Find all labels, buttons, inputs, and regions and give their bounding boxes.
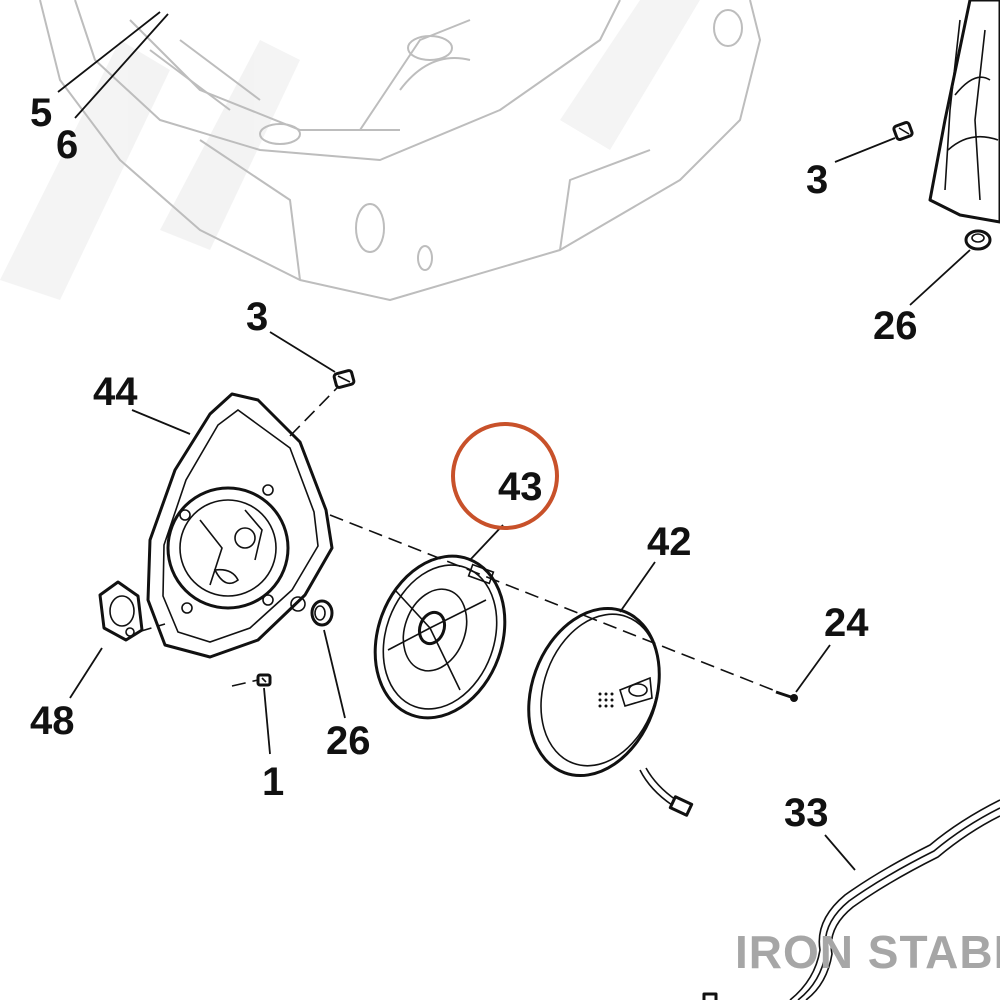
callout-5: 5 [30,91,52,135]
callout-24: 24 [824,601,869,645]
leader-3-left [269,331,336,373]
highlight-circle-43 [451,422,559,530]
background-watermark-shape [0,0,700,300]
leader-3-top-right [834,137,896,163]
wire-harness-part-33 [702,799,1000,1000]
leader-1 [263,687,271,755]
leader-43 [469,524,504,561]
callout-42: 42 [647,520,692,564]
bracket-fragment-top-right [928,0,1000,224]
leader-33 [824,834,856,871]
callout-3-left: 3 [246,295,268,339]
grille-mesh [598,692,614,708]
assembly-axis-line-1 [231,679,259,687]
fairing-ghost-outline [39,0,761,301]
assembly-axis-line-48 [137,623,166,633]
adapter-plate-part-48 [98,580,144,642]
callout-26-lower: 26 [326,719,371,763]
screw-part-3-left [332,369,356,389]
leader-48 [69,647,103,699]
leader-26-lower [323,629,346,719]
leader-26-top-right [909,249,971,306]
assembly-axis-line-screw-3 [289,387,338,437]
callout-1: 1 [262,760,284,804]
callout-33: 33 [784,791,829,835]
speaker-part-43 [373,554,507,720]
screw-part-1 [256,673,272,687]
callout-48: 48 [30,699,75,743]
callout-26-top-right: 26 [873,304,918,348]
leader-6 [74,13,169,119]
leader-44 [131,409,191,435]
leader-42 [619,561,656,613]
assembly-axis-line [329,514,779,693]
callout-3-top-right: 3 [806,158,828,202]
callout-6: 6 [56,123,78,167]
grille-part-42 [527,606,694,817]
callout-43: 43 [498,465,543,509]
leader-24 [795,644,831,693]
grommet-part-26-top-right [964,229,992,251]
screw-part-24 [775,690,798,702]
screw-part-3-top-right [892,121,914,141]
watermark-text: IRON STABLE [735,926,1000,978]
leader-5 [57,11,161,93]
callout-44: 44 [93,370,138,414]
speaker-enclosure-part-44 [146,392,334,659]
grommet-part-26-lower [310,599,334,627]
